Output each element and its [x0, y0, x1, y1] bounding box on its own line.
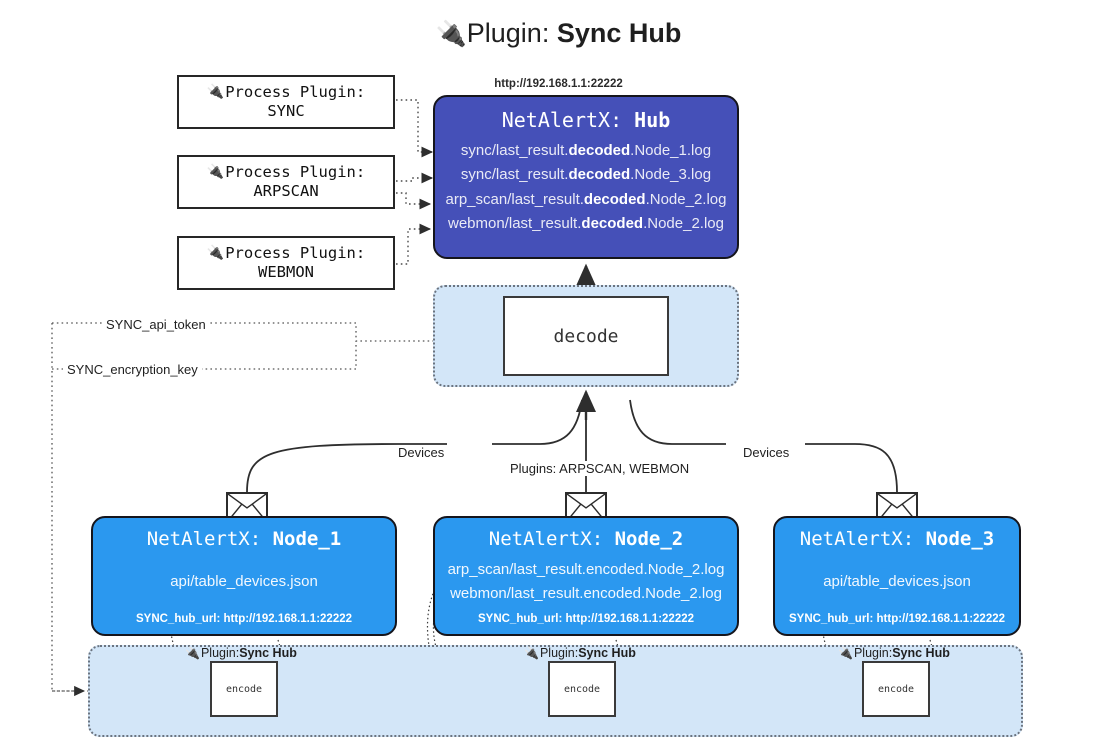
node-3-title-name: Node_3: [925, 528, 995, 550]
plug-icon: 🔌: [838, 646, 853, 660]
hub-log-1-pre: sync/last_result.: [460, 142, 569, 159]
edge-label-devices-right: Devices: [739, 445, 794, 460]
hub-node[interactable]: NetAlertX: Hub sync/last_result.decoded.…: [433, 95, 739, 259]
plug-icon: 🔌: [435, 20, 467, 48]
plug-icon: 🔌: [206, 163, 225, 180]
encoder-3-caption-name: Sync Hub: [892, 646, 950, 660]
hub-title-prefix: NetAlertX:: [501, 108, 635, 132]
plug-icon: 🔌: [206, 83, 225, 100]
node-3-line-1: api/table_devices.json: [823, 572, 971, 590]
page-title: 🔌Plugin: Sync Hub: [0, 18, 1117, 49]
hub-log-4-em: decoded: [581, 214, 644, 232]
edge-label-devices-left: Devices: [394, 445, 449, 460]
encode-box-1[interactable]: encode: [210, 661, 278, 717]
encoder-1-caption: 🔌Plugin: Sync Hub: [185, 646, 297, 660]
plug-icon: 🔌: [524, 646, 539, 660]
process-plugin-webmon-label: Process Plugin:: [225, 243, 366, 262]
process-plugin-arpscan-name: ARPSCAN: [253, 182, 319, 200]
encoder-1-caption-name: Sync Hub: [239, 646, 297, 660]
plug-icon: 🔌: [185, 646, 200, 660]
hub-log-line-3: arp_scan/last_result.decoded.Node_2.log: [446, 188, 727, 212]
process-plugin-webmon-header: 🔌Process Plugin:: [207, 244, 365, 263]
hub-log-4-pre: webmon/last_result.: [448, 214, 582, 232]
plug-icon: 🔌: [206, 244, 225, 261]
encoder-2-caption-prefix: Plugin:: [539, 646, 579, 660]
hub-log-2-post: .Node_3.log: [630, 166, 712, 184]
secret-label-api-token: SYNC_api_token: [102, 317, 210, 332]
hub-log-1-em: decoded: [568, 142, 631, 159]
hub-log-line-2: sync/last_result.decoded.Node_3.log: [461, 163, 711, 187]
hub-log-line-4: webmon/last_result.decoded.Node_2.log: [448, 212, 724, 236]
encoder-2-caption: 🔌Plugin: Sync Hub: [524, 646, 636, 660]
encode-box-2[interactable]: encode: [548, 661, 616, 717]
node-2-title-name: Node_2: [614, 528, 684, 550]
process-plugin-sync-header: 🔌Process Plugin:: [207, 83, 365, 102]
page-title-prefix: Plugin:: [466, 18, 557, 48]
hub-log-3-em: decoded: [583, 190, 646, 208]
node-1-footer: SYNC_hub_url: http://192.168.1.1:22222: [135, 613, 353, 625]
node-3-title: NetAlertX: Node_3: [800, 528, 994, 550]
process-plugin-arpscan-header: 🔌Process Plugin:: [207, 163, 365, 182]
hub-title: NetAlertX: Hub: [502, 108, 671, 132]
process-plugin-webmon[interactable]: 🔌Process Plugin: WEBMON: [177, 236, 395, 290]
node-2[interactable]: NetAlertX: Node_2 arp_scan/last_result.e…: [433, 516, 739, 636]
node-1-title: NetAlertX: Node_1: [147, 528, 341, 550]
encoder-2-caption-name: Sync Hub: [578, 646, 636, 660]
node-2-lines: arp_scan/last_result.encoded.Node_2.log …: [435, 550, 737, 613]
page-title-name: Sync Hub: [556, 18, 682, 48]
node-2-footer: SYNC_hub_url: http://192.168.1.1:22222: [477, 613, 695, 625]
encoder-1-caption-prefix: Plugin:: [200, 646, 240, 660]
process-plugin-arpscan[interactable]: 🔌Process Plugin: ARPSCAN: [177, 155, 395, 209]
hub-log-3-post: .Node_2.log: [645, 190, 727, 208]
encoder-3-caption-prefix: Plugin:: [853, 646, 893, 660]
hub-url-label: http://192.168.1.1:22222: [494, 78, 623, 90]
hub-log-2-em: decoded: [568, 166, 631, 184]
node-1-lines: api/table_devices.json: [93, 550, 395, 613]
node-3-title-prefix: NetAlertX:: [799, 528, 926, 550]
decode-box[interactable]: decode: [503, 296, 669, 376]
node-1[interactable]: NetAlertX: Node_1 api/table_devices.json…: [91, 516, 397, 636]
node-2-title-prefix: NetAlertX:: [488, 528, 615, 550]
process-plugin-sync-label: Process Plugin:: [225, 82, 366, 101]
process-plugin-webmon-name: WEBMON: [258, 263, 314, 281]
node-2-line-2: webmon/last_result.encoded.Node_2.log: [450, 584, 722, 602]
hub-title-name: Hub: [634, 108, 671, 132]
node-3[interactable]: NetAlertX: Node_3 api/table_devices.json…: [773, 516, 1021, 636]
node-1-line-1: api/table_devices.json: [170, 572, 318, 590]
hub-log-1-post: .Node_1.log: [630, 142, 712, 159]
node-3-lines: api/table_devices.json: [775, 550, 1019, 613]
node-2-line-1: arp_scan/last_result.encoded.Node_2.log: [447, 561, 725, 579]
hub-log-line-1: sync/last_result.decoded.Node_1.log: [461, 139, 711, 163]
hub-log-2-pre: sync/last_result.: [460, 166, 569, 184]
node-3-footer: SYNC_hub_url: http://192.168.1.1:22222: [788, 613, 1006, 625]
node-1-title-name: Node_1: [272, 528, 342, 550]
edge-label-plugins-center: Plugins: ARPSCAN, WEBMON: [506, 461, 694, 476]
node-2-title: NetAlertX: Node_2: [489, 528, 683, 550]
secret-label-encryption-key: SYNC_encryption_key: [63, 362, 202, 377]
encode-box-3[interactable]: encode: [862, 661, 930, 717]
encoder-3-caption: 🔌Plugin: Sync Hub: [838, 646, 950, 660]
process-plugin-sync[interactable]: 🔌Process Plugin: SYNC: [177, 75, 395, 129]
hub-log-4-post: .Node_2.log: [643, 214, 724, 232]
process-plugin-arpscan-label: Process Plugin:: [225, 162, 366, 181]
process-plugin-sync-name: SYNC: [267, 102, 305, 120]
node-1-title-prefix: NetAlertX:: [146, 528, 273, 550]
hub-log-3-pre: arp_scan/last_result.: [445, 190, 584, 208]
